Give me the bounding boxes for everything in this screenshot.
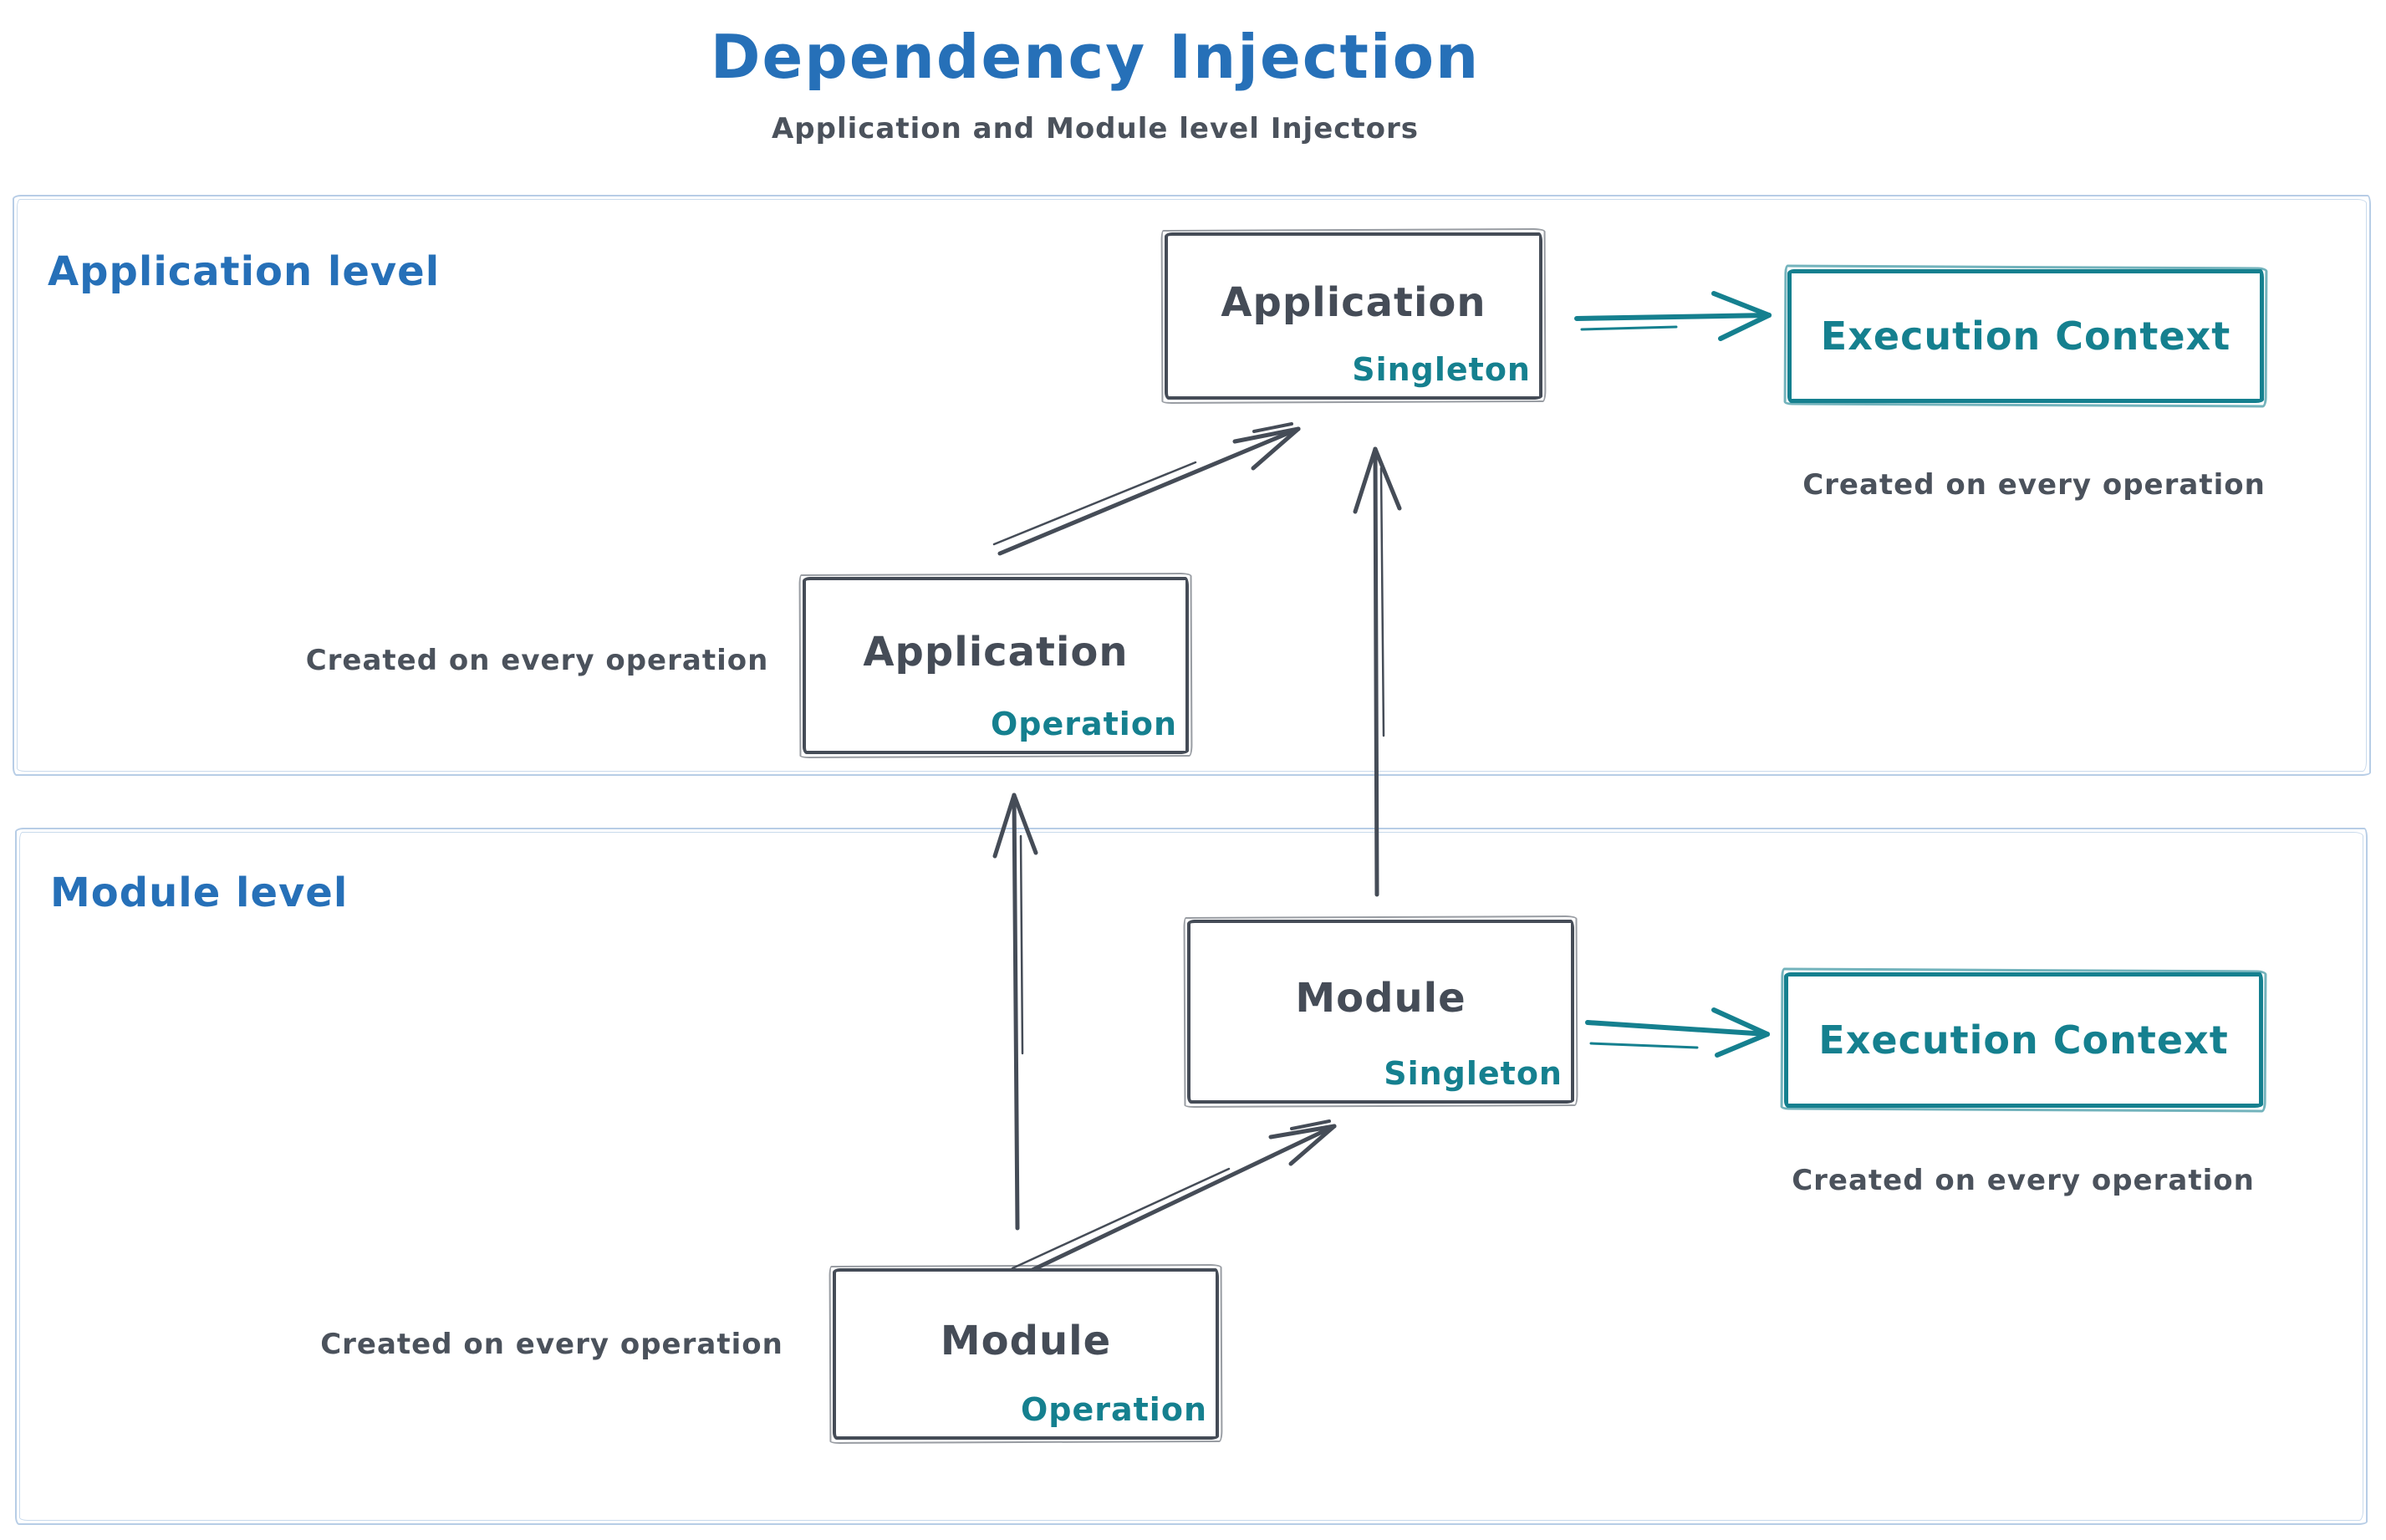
application-level-label: Application level	[48, 248, 441, 295]
caption-app-exec-created: Created on every operation	[1802, 468, 2266, 502]
node-module-operation-label: Module	[940, 1317, 1112, 1364]
execution-context-application: Execution Context	[1787, 269, 2264, 403]
node-module-singleton: Module Singleton	[1187, 920, 1574, 1104]
page-title: Dependency Injection	[710, 22, 1481, 92]
application-level-container: Application level	[13, 195, 2371, 776]
execution-context-module: Execution Context	[1784, 972, 2263, 1108]
node-application-operation-scope: Operation	[990, 706, 1177, 742]
node-application-singleton: Application Singleton	[1165, 232, 1542, 400]
execution-context-module-label: Execution Context	[1818, 1017, 2229, 1063]
caption-app-operation-created: Created on every operation	[305, 644, 769, 677]
module-level-container: Module level	[15, 828, 2368, 1525]
module-level-label: Module level	[50, 869, 349, 916]
node-module-operation: Module Operation	[833, 1268, 1219, 1440]
node-module-operation-scope: Operation	[1020, 1391, 1207, 1428]
node-module-singleton-label: Module	[1295, 975, 1466, 1022]
node-application-singleton-scope: Singleton	[1352, 351, 1531, 388]
caption-module-operation-created: Created on every operation	[320, 1328, 783, 1361]
node-application-operation-label: Application	[863, 629, 1129, 676]
node-application-singleton-label: Application	[1221, 279, 1486, 326]
node-application-operation: Application Operation	[803, 577, 1189, 754]
execution-context-application-label: Execution Context	[1820, 314, 2231, 359]
page-subtitle: Application and Module level Injectors	[771, 112, 1420, 145]
node-module-singleton-scope: Singleton	[1384, 1055, 1563, 1092]
caption-module-exec-created: Created on every operation	[1792, 1164, 2255, 1197]
